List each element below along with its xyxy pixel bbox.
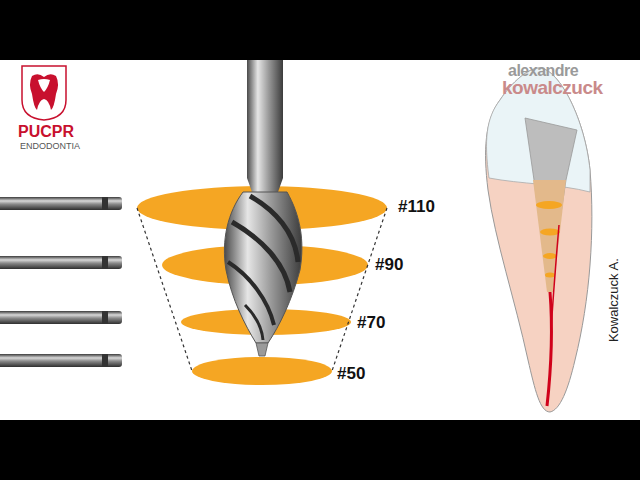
logo-subtitle: ENDODONTIA [20,142,80,152]
logo-title: PUCPR [18,123,74,141]
drill-shanks [0,197,122,367]
gates-glidden-drill [224,60,302,356]
size-number: #90 [375,256,403,275]
watermark: alexandre [508,62,578,80]
watermark: kowalczuck [502,78,603,99]
size-number: #70 [357,314,385,333]
tooth-illustration [486,68,592,412]
size-number: #110 [398,198,435,217]
size-number: #50 [337,365,365,384]
size-discs [137,186,387,385]
author-credit: Kowalczuck A. [607,258,621,342]
logo [22,66,66,120]
